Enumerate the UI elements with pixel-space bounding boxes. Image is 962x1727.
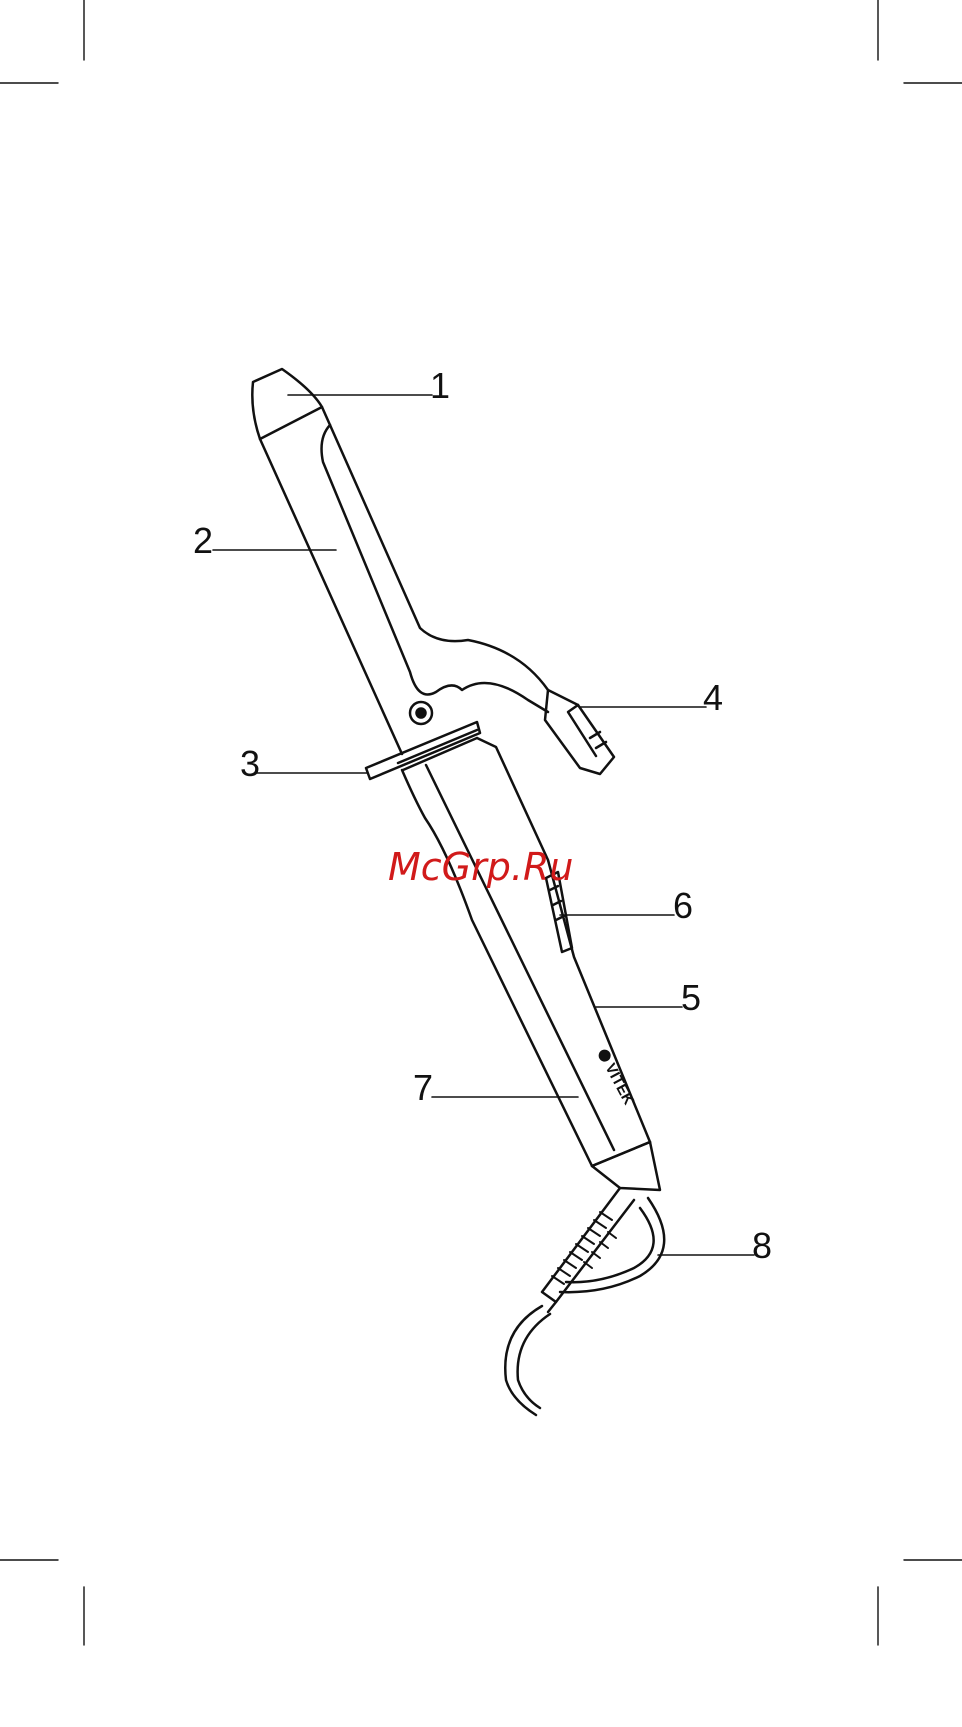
callout-4: 4 xyxy=(703,677,723,718)
power-cord xyxy=(505,1306,550,1415)
callout-3: 3 xyxy=(240,743,260,784)
clamp-lever xyxy=(545,690,614,774)
callout-1: 1 xyxy=(430,365,450,406)
crop-marks xyxy=(0,0,962,1645)
callout-8: 8 xyxy=(752,1225,772,1266)
brand-text: VITEK xyxy=(601,1061,637,1108)
clamp xyxy=(322,425,548,724)
watermark: McGrp.Ru xyxy=(388,845,573,889)
heating-barrel xyxy=(260,407,402,754)
callout-7: 7 xyxy=(413,1067,433,1108)
handle xyxy=(402,738,650,1166)
callout-6: 6 xyxy=(673,885,693,926)
tip xyxy=(252,369,322,439)
callout-5: 5 xyxy=(681,977,701,1018)
leader-lines xyxy=(213,395,754,1255)
callout-2: 2 xyxy=(193,520,213,561)
vitek-logo-icon xyxy=(597,1047,613,1063)
callout-numbers: 1 2 3 4 5 6 7 8 xyxy=(193,365,772,1266)
cord-guard-ridges xyxy=(552,1212,616,1284)
stand xyxy=(366,722,480,779)
